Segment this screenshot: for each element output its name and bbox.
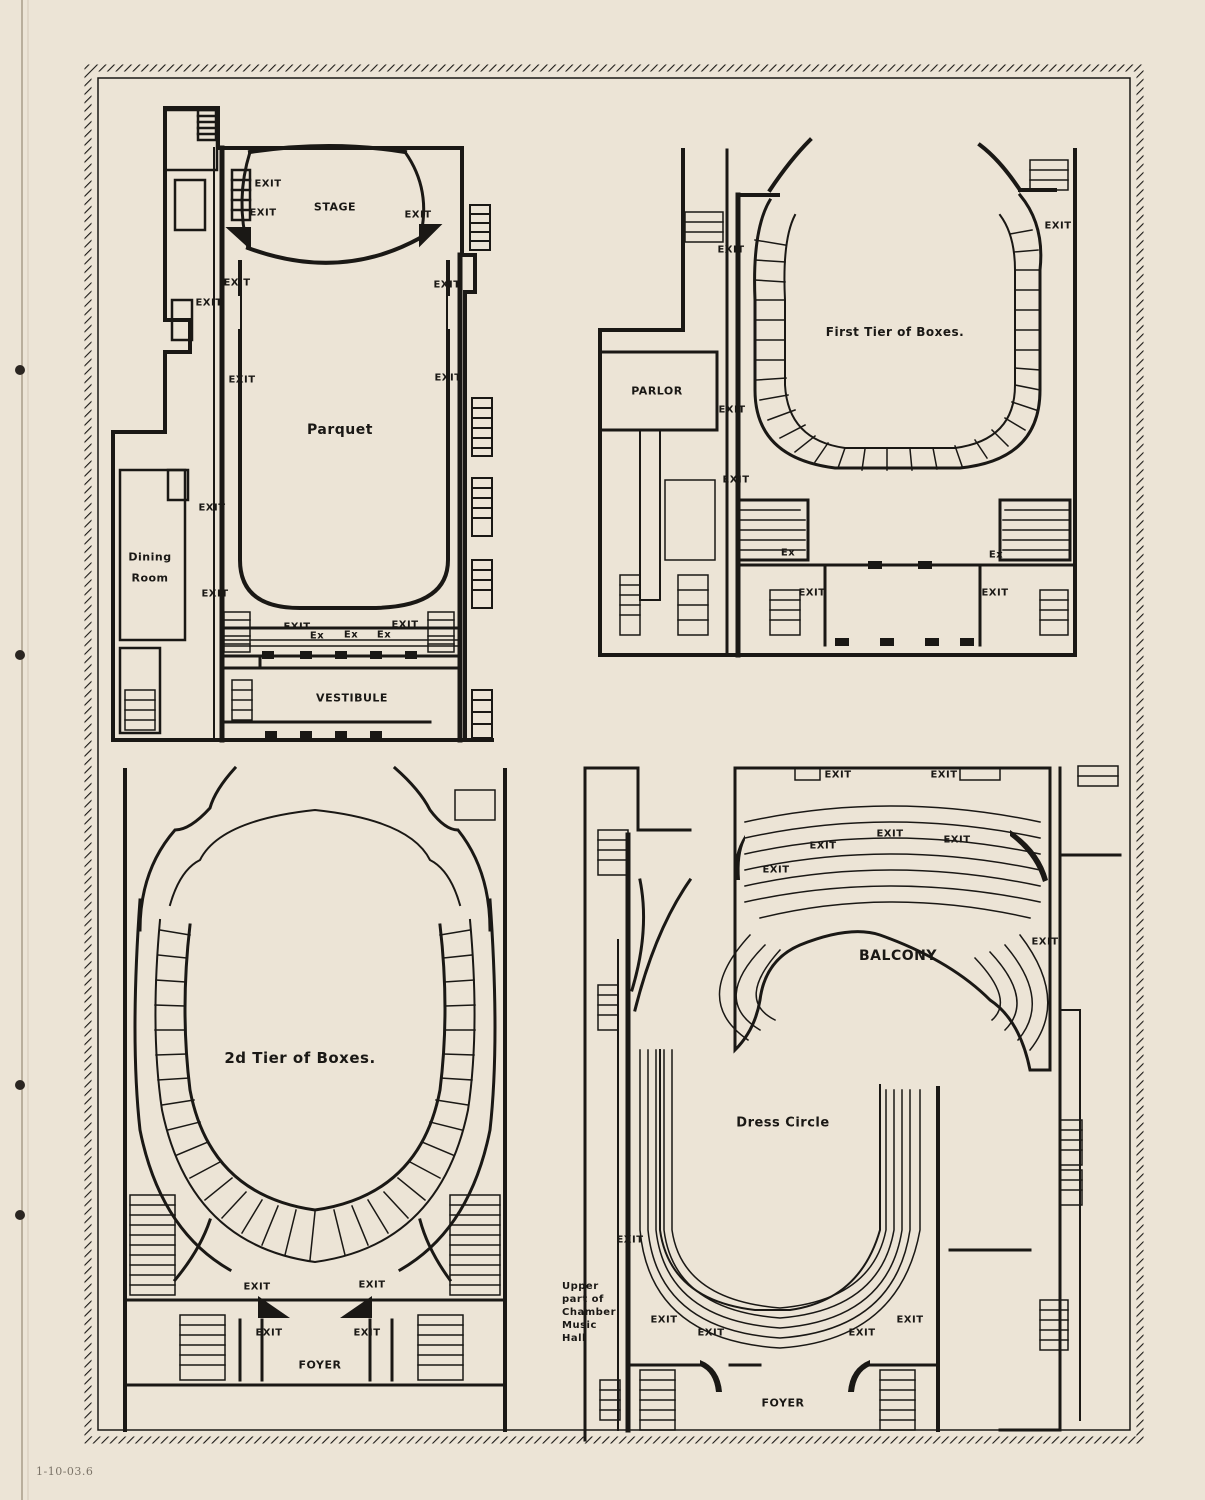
second-tier-plan	[123, 765, 507, 1432]
exit-label: EXIT	[228, 374, 256, 386]
page-border	[84, 64, 1144, 1444]
exit-label: EXIT	[616, 1234, 644, 1246]
exit-label: EXIT	[223, 277, 251, 289]
exit-label: EXIT	[876, 828, 904, 840]
dress-circle-title: Dress Circle	[736, 1115, 830, 1131]
stage-label: STAGE	[313, 200, 357, 214]
balcony-plan	[583, 765, 1122, 1442]
exit-label: EXIT	[896, 1314, 924, 1326]
exit-label: EXIT	[809, 840, 837, 852]
exit-label: EXIT	[762, 864, 790, 876]
vestibule-label: VESTIBULE	[316, 691, 388, 705]
exit-label: EXIT	[650, 1314, 678, 1326]
exit-label: EXIT	[718, 404, 746, 416]
second-tier-foyer-label: FOYER	[298, 1358, 342, 1372]
binding-edge	[15, 0, 29, 1500]
balcony-title: BALCONY	[859, 948, 937, 964]
ex-label: Ex	[343, 629, 359, 641]
exit-label: EXIT	[391, 619, 419, 631]
exit-label: EXIT	[697, 1327, 725, 1339]
parlor-label: PARLOR	[631, 384, 683, 398]
exit-label: EXIT	[722, 474, 750, 486]
exit-label: EXIT	[717, 244, 745, 256]
exit-label: EXIT	[798, 587, 826, 599]
first-tier-plan	[598, 137, 1077, 658]
exit-label: EXIT	[943, 834, 971, 846]
exit-label: EXIT	[1031, 936, 1059, 948]
dining-room-label-line1: Dining	[128, 550, 172, 564]
exit-label: EXIT	[254, 178, 282, 190]
dress-circle-seat-rows	[639, 1049, 921, 1349]
exit-label: EXIT	[358, 1279, 386, 1291]
exit-label: EXIT	[198, 502, 226, 514]
ex-label: Ex	[780, 547, 796, 559]
exit-label: EXIT	[404, 209, 432, 221]
exit-label: EXIT	[195, 297, 223, 309]
balcony-foyer-label: FOYER	[761, 1396, 805, 1410]
exit-label: EXIT	[824, 769, 852, 781]
exit-label: EXIT	[255, 1327, 283, 1339]
exit-label: EXIT	[243, 1281, 271, 1293]
exit-label: EXIT	[283, 621, 311, 633]
exit-label: EXIT	[981, 587, 1009, 599]
second-tier-box-divisions	[154, 929, 476, 1261]
archive-handwritten-note: 1-10-03.6	[36, 1465, 94, 1478]
exit-label: EXIT	[249, 207, 277, 219]
first-tier-box-divisions	[754, 229, 1041, 471]
exit-label: EXIT	[433, 279, 461, 291]
ex-label: Ex	[988, 549, 1004, 561]
ex-label: Ex	[309, 630, 325, 642]
exit-label: EXIT	[848, 1327, 876, 1339]
exit-label: EXIT	[434, 372, 462, 384]
balcony-seat-rows	[718, 805, 1049, 1052]
exit-label: EXIT	[1044, 220, 1072, 232]
exit-label: EXIT	[930, 769, 958, 781]
chamber-music-hall-note: Upper part of Chamber Music Hall	[562, 1281, 616, 1344]
exit-label: EXIT	[201, 588, 229, 600]
first-tier-title: First Tier of Boxes.	[825, 325, 965, 339]
ex-label: Ex	[376, 629, 392, 641]
second-tier-title: 2d Tier of Boxes.	[224, 1049, 376, 1067]
parquet-plan	[111, 106, 494, 743]
dining-room-label-line2: Room	[131, 571, 169, 585]
parquet-title: Parquet	[307, 422, 373, 438]
exit-label: EXIT	[353, 1327, 381, 1339]
